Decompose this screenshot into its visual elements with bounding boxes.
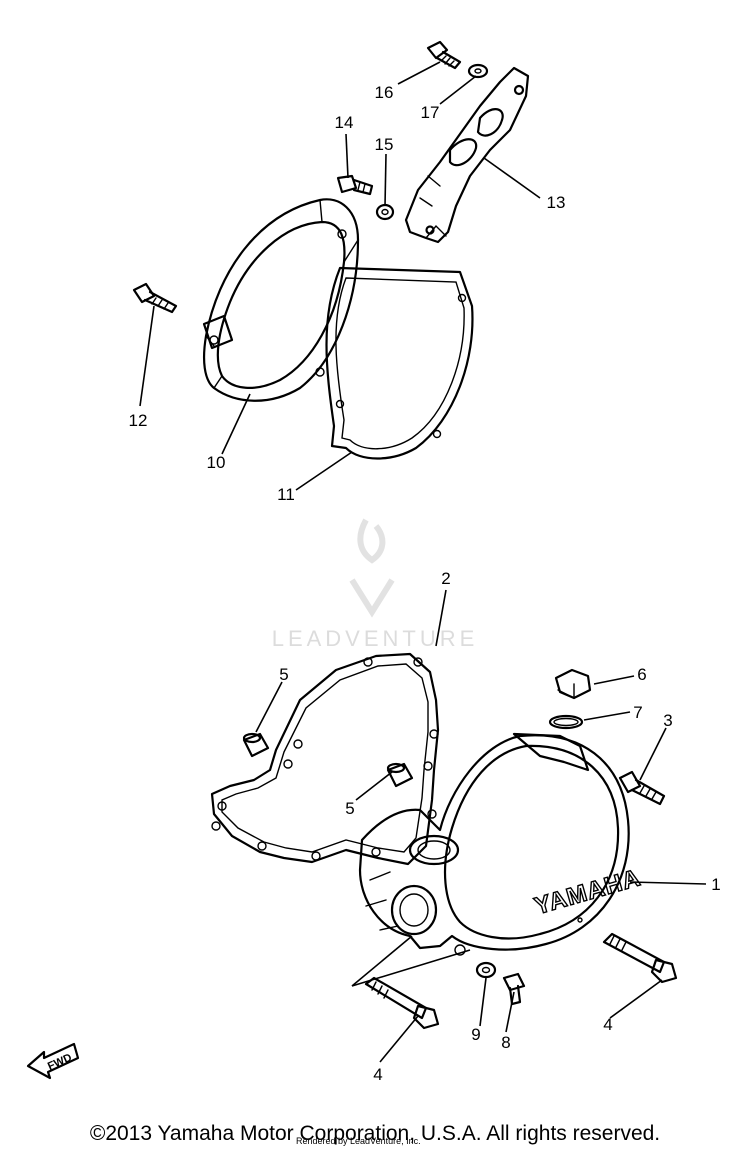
rendered-by-credit: Rendered by LeadVenture, Inc. xyxy=(296,1136,421,1146)
callout-13: 13 xyxy=(547,193,566,212)
callout-9: 9 xyxy=(471,1025,480,1044)
watermark-text: LEADVENTURE xyxy=(272,626,479,651)
part-13-bracket xyxy=(404,66,530,244)
part-8-bolt xyxy=(502,972,526,1006)
part-17-washer xyxy=(467,63,489,79)
callout-8: 8 xyxy=(501,1033,510,1052)
part-15-washer xyxy=(375,203,395,221)
part-7-o-ring xyxy=(548,714,584,730)
part-12-bolt xyxy=(132,282,178,314)
callout-6: 6 xyxy=(637,665,646,684)
callout-4-right: 4 xyxy=(603,1015,612,1034)
callout-3: 3 xyxy=(663,711,672,730)
part-16-bolt xyxy=(426,40,462,70)
callout-12: 12 xyxy=(129,411,148,430)
callout-15: 15 xyxy=(375,135,394,154)
leader-lines xyxy=(139,61,707,1063)
callout-11: 11 xyxy=(277,485,295,504)
callout-10: 10 xyxy=(207,453,226,472)
callout-5-lower: 5 xyxy=(345,799,354,818)
part-5-dowel-upper xyxy=(242,732,270,758)
part-4-bolt-left xyxy=(364,976,440,1030)
callout-16: 16 xyxy=(375,83,394,102)
callout-labels: 16 17 14 15 13 12 10 11 2 5 6 7 3 5 1 4 … xyxy=(129,83,721,1084)
part-14-bolt xyxy=(336,174,374,196)
leadventure-watermark: LEADVENTURE xyxy=(272,518,479,651)
yamaha-brand-text: YAMAHA xyxy=(532,864,644,920)
part-10-outer-cover xyxy=(202,198,360,402)
callout-4-left: 4 xyxy=(373,1065,382,1084)
fwd-arrow-icon: FWD xyxy=(26,1042,80,1080)
part-11-gasket xyxy=(325,266,474,460)
callout-5-upper: 5 xyxy=(279,665,288,684)
callout-7: 7 xyxy=(633,703,642,722)
callout-1: 1 xyxy=(711,875,720,894)
part-6-plug xyxy=(554,668,592,700)
part-9-washer xyxy=(475,961,497,979)
copyright-notice: ©2013 Yamaha Motor Corporation, U.S.A. A… xyxy=(89,1122,661,1145)
part-3-bolt xyxy=(618,770,666,806)
part-5-dowel-lower xyxy=(386,762,414,788)
part-2-gasket xyxy=(210,652,440,866)
callout-2: 2 xyxy=(441,569,450,588)
part-4-bolt-right xyxy=(602,932,678,984)
callout-17: 17 xyxy=(421,103,440,122)
callout-14: 14 xyxy=(335,113,354,132)
